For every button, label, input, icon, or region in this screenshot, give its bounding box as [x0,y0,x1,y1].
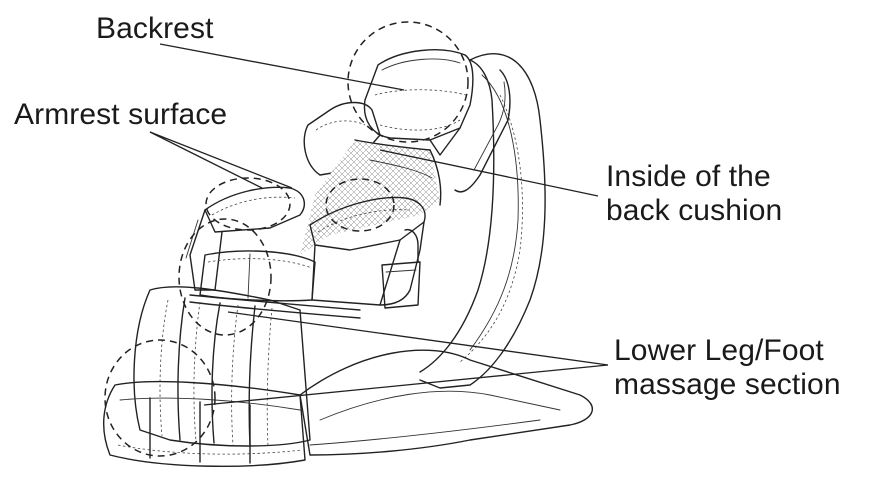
left-armrest [204,186,306,233]
backrest-circle [347,21,469,143]
label-lower-line1: Lower Leg/Foot [614,334,824,367]
chair-drawing [102,49,593,468]
label-backrest: Backrest [96,12,214,45]
foot-rest [102,380,306,468]
leader-lines [149,43,609,406]
chair-base [299,349,593,456]
left-armrest-circle [205,177,291,231]
backrest-leader [159,43,405,91]
side-pocket [381,261,421,309]
label-lower-line2: massage section [614,368,841,401]
foot-circle [104,339,216,457]
highlight-circles [104,21,469,457]
label-inside-line1: Inside of the [606,160,771,193]
label-inside-line2: back cushion [606,194,783,227]
lower-leader-2 [203,364,609,406]
lower-leader-1 [227,311,609,366]
right-armrest-circle [325,178,395,232]
outer-shell [419,53,546,389]
inside-leader [379,149,599,197]
leg-rest [133,286,311,447]
armrest-leader-2 [149,131,263,189]
label-lower-leg-foot: Lower Leg/Foot massage section [614,334,841,402]
leg-upper-circle [178,218,272,336]
back-cushion-mesh [300,140,440,255]
label-armrest-surface: Armrest surface [14,98,228,131]
label-inside-back-cushion: Inside of the back cushion [606,160,782,228]
backrest-block [363,49,474,141]
armrest-leader-1 [149,131,293,189]
